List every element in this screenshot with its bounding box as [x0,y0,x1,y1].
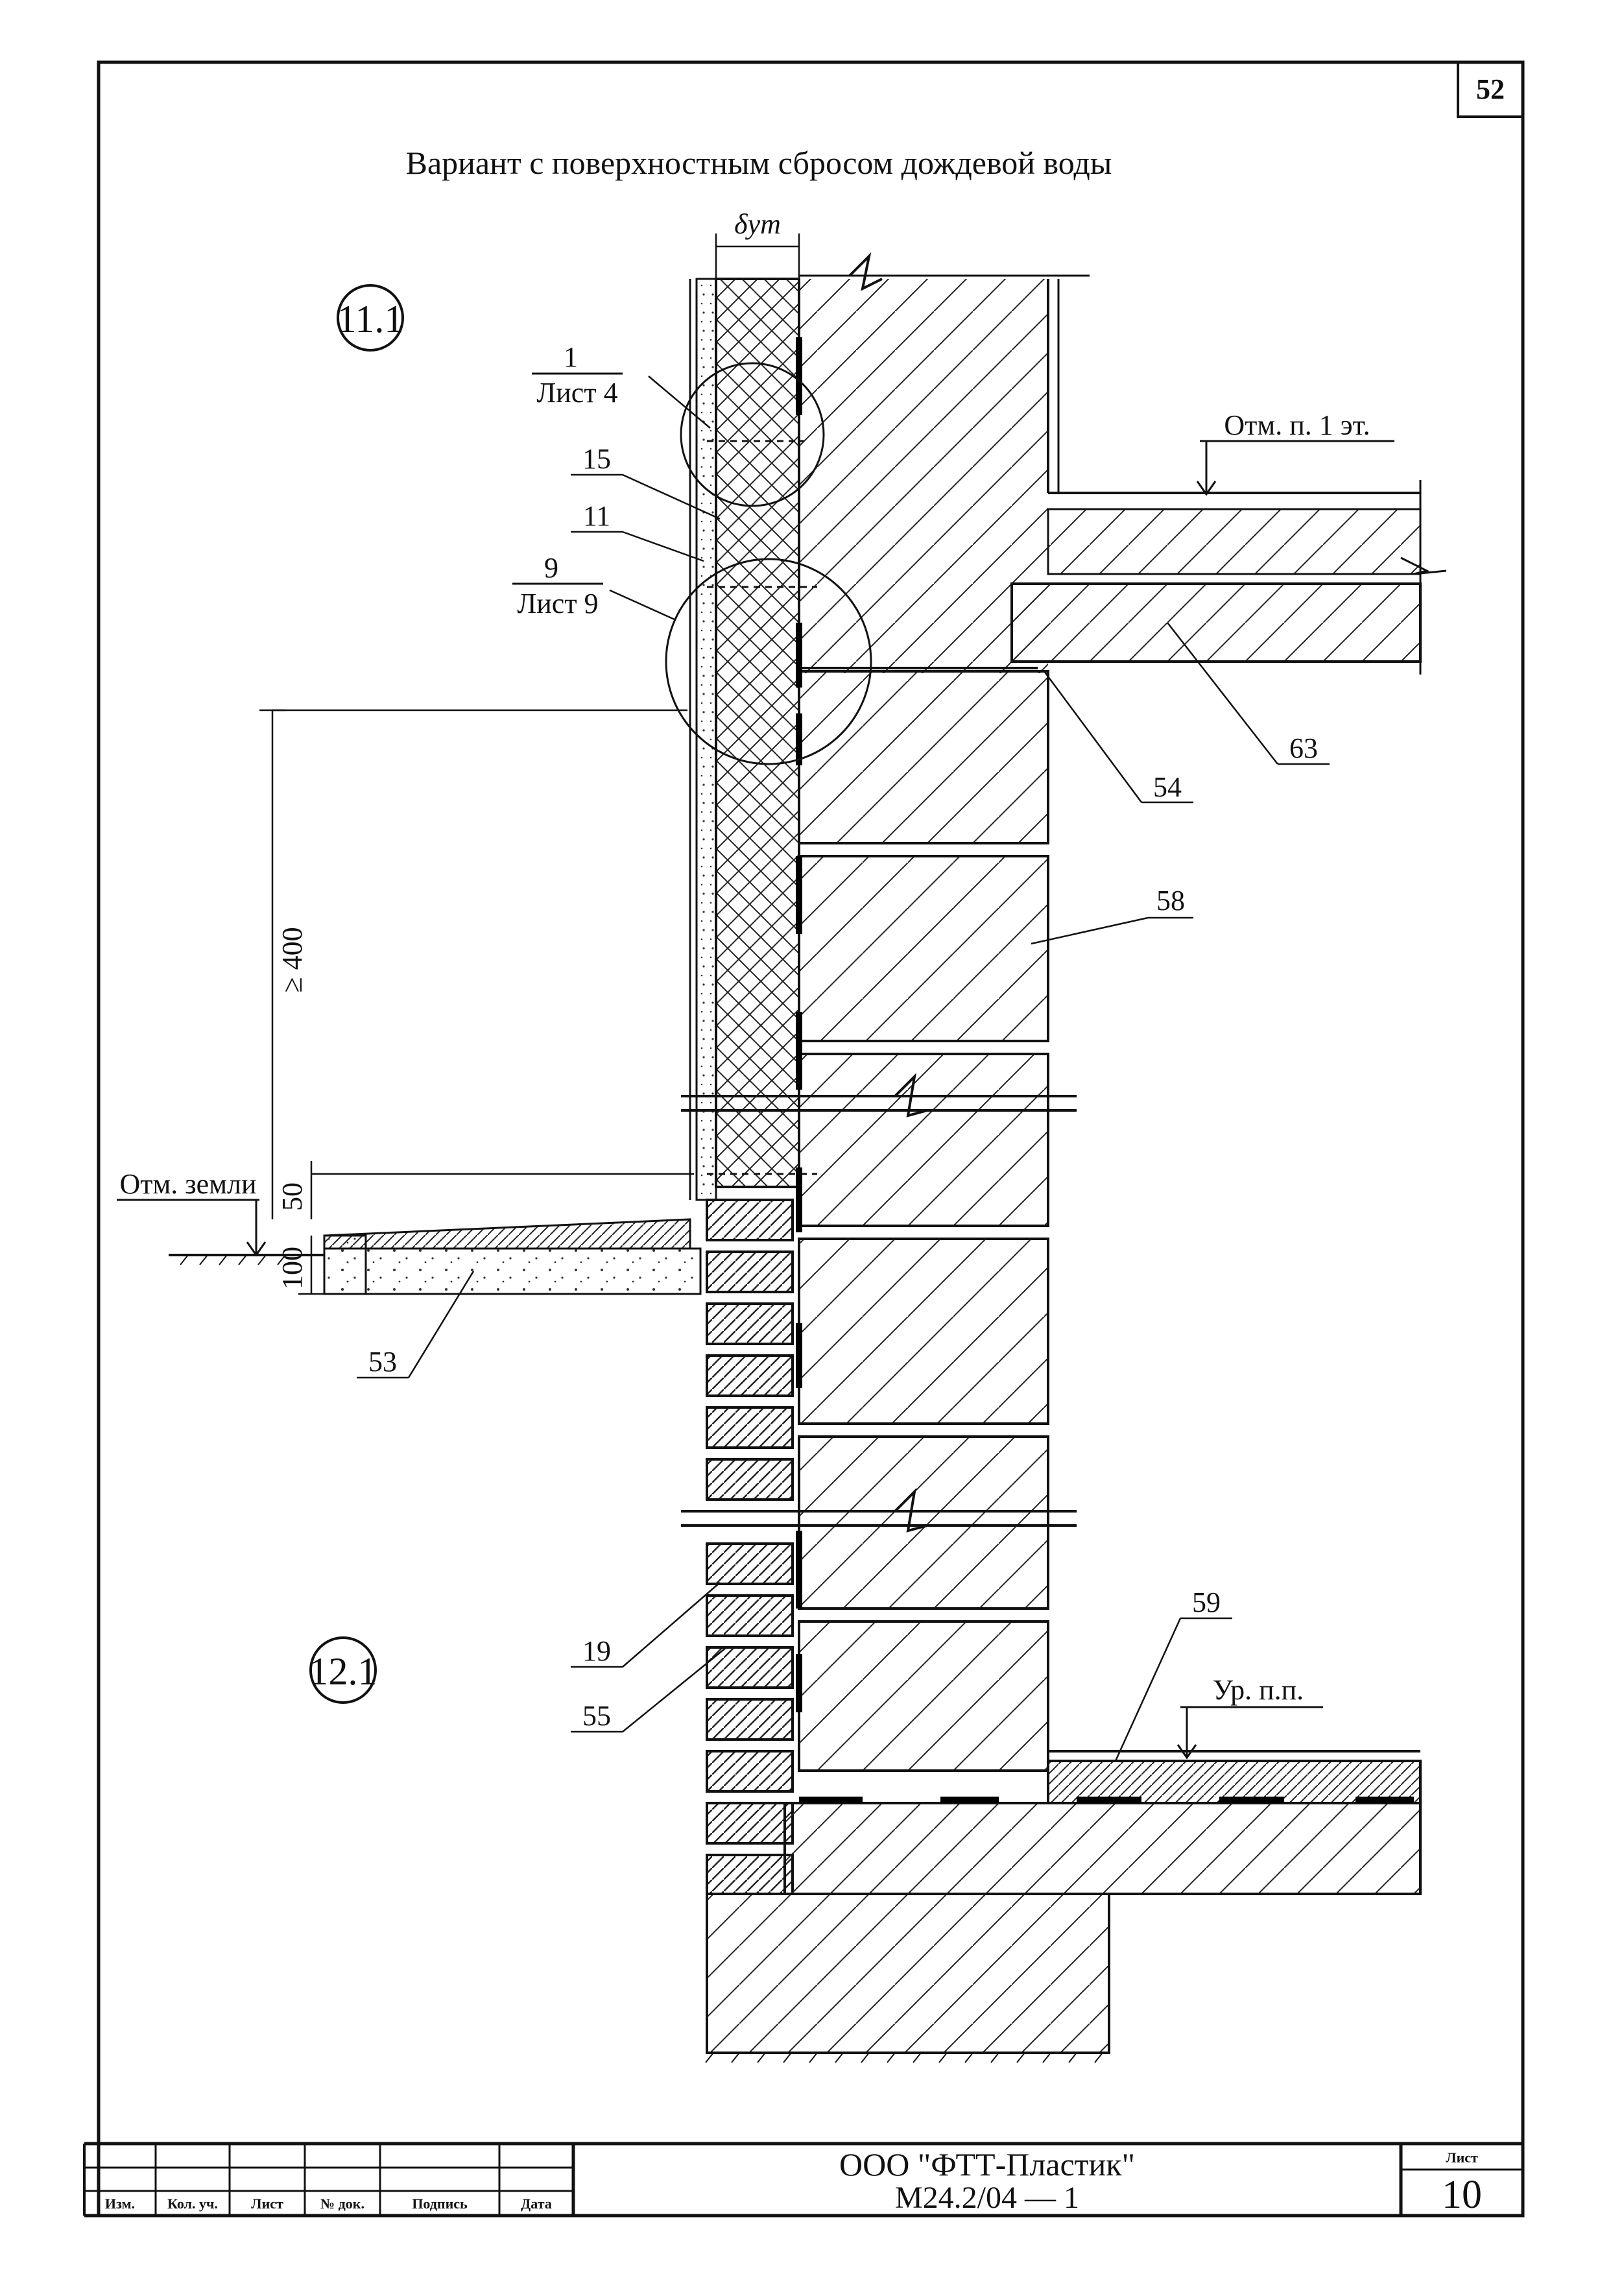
ground-hatch [180,1254,286,1265]
drawing-title: Вариант с поверхностным сбросом дождевой… [406,145,1112,181]
elevation-floor-level-mark: Ур. п.п. [1176,1674,1323,1760]
dimension-50 [310,1161,694,1219]
brick-courses [706,1199,794,1895]
col-kol-uch: Кол. уч. [167,2195,218,2212]
col-izm: Изм. [105,2195,135,2212]
svg-text:Лист 9: Лист 9 [517,588,598,619]
svg-text:19: 19 [582,1635,611,1667]
block-wall [798,670,1049,1772]
col-doc: № док. [320,2195,364,2212]
leader-15: 15 [571,443,721,520]
dimension-100-label: 100 [276,1247,308,1289]
foundation [706,1750,1422,2054]
leader-19: 19 [571,1582,721,1668]
svg-text:53: 53 [368,1346,397,1378]
col-data: Дата [521,2195,552,2212]
dimension-400-label: ≥ 400 [276,927,308,992]
leader-55: 55 [571,1647,727,1733]
svg-text:58: 58 [1156,885,1185,916]
section-mark-12-1: 12.1 [309,1636,377,1704]
svg-text:12.1: 12.1 [309,1650,377,1693]
svg-text:59: 59 [1192,1586,1221,1618]
insulation-thickness-label: δут [734,208,781,240]
foundation-ground-hatch [705,1893,1420,2063]
section-mark-11-1: 11.1 [337,284,404,352]
sheet-number: 10 [1442,2173,1482,2217]
leader-54: 54 [1043,671,1193,804]
leader-58: 58 [1031,885,1193,945]
dimension-400 [259,709,687,1219]
svg-text:63: 63 [1289,732,1318,764]
svg-text:11.1: 11.1 [337,298,404,341]
svg-text:Отм. земли: Отм. земли [119,1168,256,1200]
floor-slab [1010,480,1447,675]
break-lines [681,252,1077,1533]
callout-detail-9: 9 Лист 9 [512,552,675,621]
insulation-layer [689,278,800,1201]
blind-area [169,1218,702,1295]
title-block-columns: Изм. Кол. уч. Лист № док. Подпись Дата [105,2195,552,2212]
leader-53: 53 [357,1271,475,1379]
callout-detail-1: 1 Лист 4 [532,341,711,429]
svg-text:Лист 4: Лист 4 [536,377,617,409]
title-block [83,2142,1523,2218]
leader-11: 11 [571,500,704,562]
col-list: Лист [251,2195,283,2212]
organization-name: ООО "ФТТ-Пластик" [839,2146,1135,2183]
svg-text:11: 11 [583,500,610,532]
svg-text:9: 9 [544,552,558,584]
page-number: 52 [1476,73,1505,105]
page-number-box: 52 [1457,61,1524,118]
dimension-100 [298,1236,324,1295]
detail-circles [665,362,872,1175]
leader-63: 63 [1167,622,1330,765]
col-podpis: Подпись [412,2195,468,2212]
sheet-label: Лист [1446,2149,1478,2166]
dimension-50-label: 50 [276,1182,308,1211]
insulation-thickness-dimension [715,233,800,279]
leader-59: 59 [1114,1586,1232,1762]
svg-text:55: 55 [582,1700,611,1732]
document-code: М24.2/04 — 1 [895,2181,1079,2215]
svg-text:15: 15 [582,443,611,475]
svg-text:Ур. п.п.: Ур. п.п. [1213,1674,1304,1706]
elevation-floor-mark: Отм. п. 1 эт. [1196,409,1394,496]
svg-text:1: 1 [564,341,578,373]
svg-text:54: 54 [1153,771,1182,803]
svg-text:Отм. п. 1 эт.: Отм. п. 1 эт. [1224,409,1370,441]
upper-concrete-wall [799,274,1090,673]
elevation-ground-mark: Отм. земли [117,1168,267,1257]
